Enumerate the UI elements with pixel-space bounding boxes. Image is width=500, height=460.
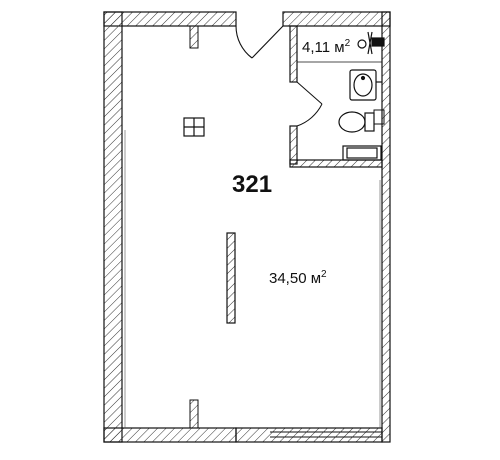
bathroom-area-sup: 2 xyxy=(345,38,351,49)
bath-wall-left-upper xyxy=(289,25,298,83)
bottom-window xyxy=(270,431,382,438)
washer-icon xyxy=(342,145,382,161)
toilet-icon xyxy=(338,111,375,133)
pilaster-bottom xyxy=(189,399,199,429)
wall-top-right xyxy=(282,11,391,27)
unit-number: 321 xyxy=(232,171,272,198)
bathroom-area: 4,11 м2 xyxy=(302,38,351,56)
main-room-area-sup: 2 xyxy=(321,269,327,280)
sink-icon xyxy=(349,69,382,101)
wall-top-left xyxy=(103,11,237,27)
wall-bottom-left xyxy=(103,427,237,443)
shower-fixture-icon xyxy=(357,31,385,55)
bath-wall-left-lower xyxy=(289,125,298,165)
entrance-door xyxy=(235,25,284,59)
wall-right xyxy=(381,11,391,443)
bathroom-door xyxy=(296,81,323,127)
central-column xyxy=(226,232,236,324)
ventilation-icon xyxy=(183,117,205,137)
pilaster-top xyxy=(189,25,199,49)
wall-bottom-window xyxy=(235,427,383,443)
exterior-walls xyxy=(103,11,391,443)
bathroom-walls xyxy=(289,25,383,168)
bath-wall-bottom xyxy=(289,159,383,168)
wall-left xyxy=(103,11,123,443)
main-room-area: 34,50 м2 xyxy=(269,269,327,287)
inner-lines xyxy=(124,130,381,428)
